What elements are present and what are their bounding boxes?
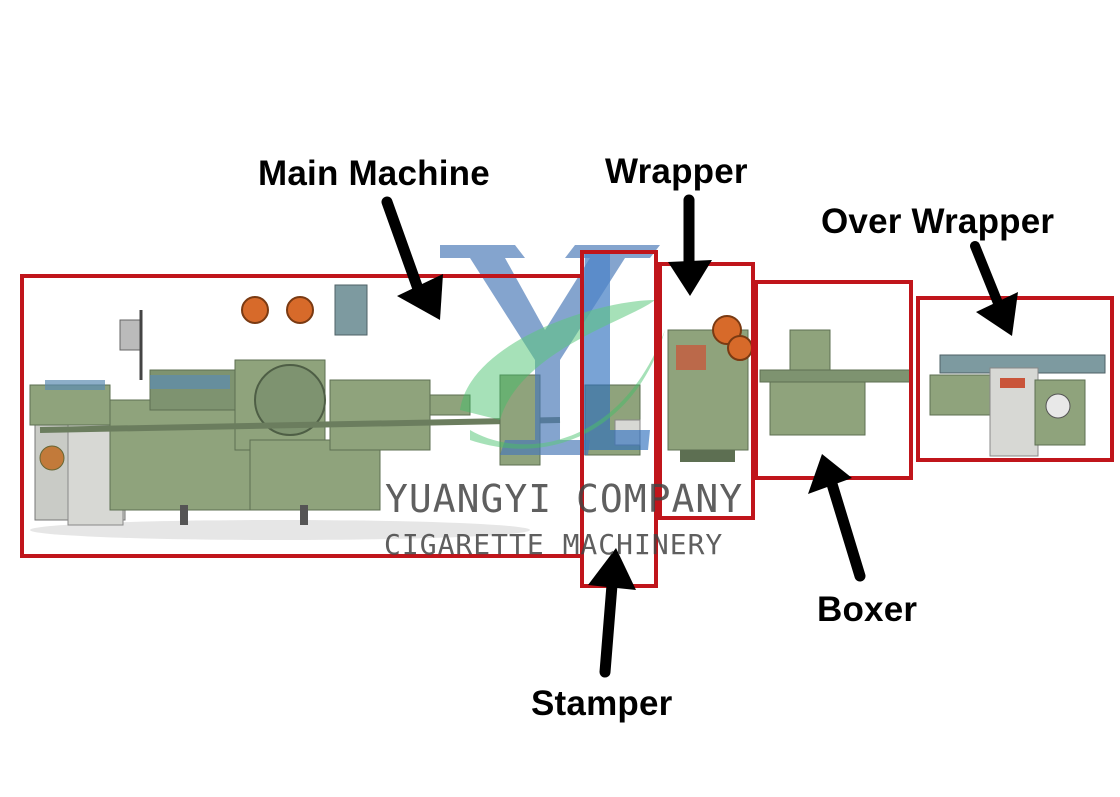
label-wrapper: Wrapper	[605, 152, 748, 191]
main-machine-illustration	[29, 284, 561, 526]
arrows	[381, 194, 1018, 678]
yuangyi-logo	[440, 245, 665, 455]
boxer-arrow	[808, 454, 866, 582]
boxer-illustration	[759, 329, 911, 436]
floor-shadow	[30, 520, 530, 540]
wrapper-arrow	[668, 194, 712, 296]
stamper-arrow	[588, 548, 636, 678]
label-main-machine: Main Machine	[258, 154, 490, 193]
watermark-company: YUANGYI COMPANY	[385, 477, 744, 521]
label-stamper: Stamper	[531, 684, 673, 723]
watermark-subtitle: CIGARETTE MACHINERY	[384, 528, 724, 561]
over-wrapper-illustration	[929, 354, 1106, 457]
label-boxer: Boxer	[817, 590, 918, 629]
wrapper-illustration	[667, 315, 753, 462]
over-wrapper-arrow	[970, 241, 1018, 336]
label-over-wrapper: Over Wrapper	[821, 202, 1055, 241]
main-machine-arrow	[381, 196, 443, 320]
